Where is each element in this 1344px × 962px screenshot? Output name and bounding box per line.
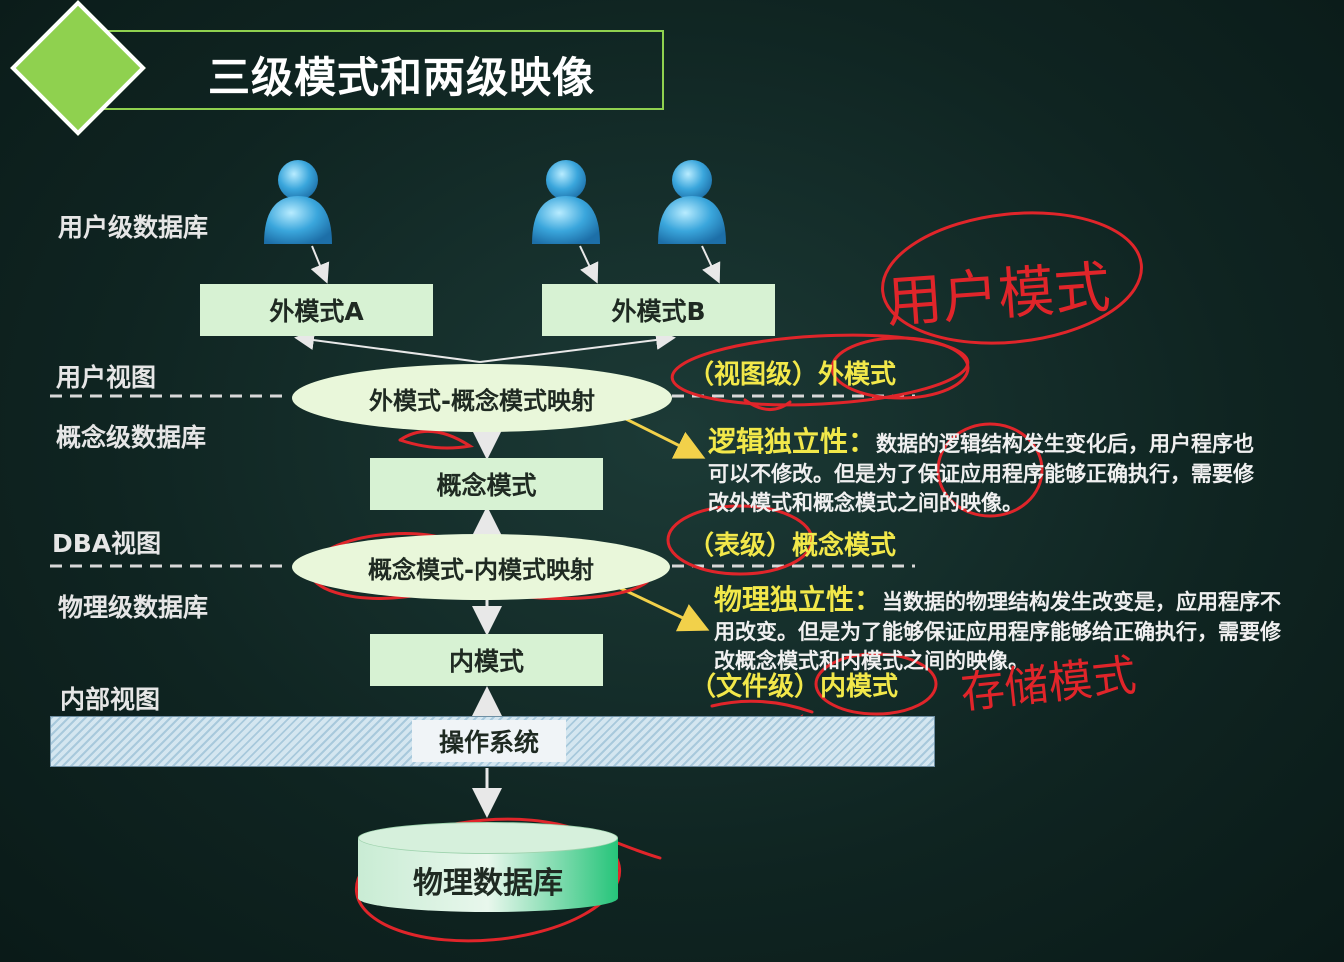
- conceptual-schema: 概念模式: [370, 458, 603, 510]
- physical-database-label: 物理数据库: [413, 866, 563, 901]
- label-user-view: 用户视图: [56, 363, 157, 392]
- slide-title: 三级模式和两级映像: [208, 53, 596, 102]
- logical-independence-title: 逻辑独立性：: [708, 425, 877, 458]
- label-concept-db: 概念级数据库: [56, 423, 207, 452]
- physical-independence-title: 物理独立性：: [714, 583, 883, 616]
- table-level-note: （表级）概念模式: [688, 531, 897, 561]
- view-level-note: （视图级）外模式: [688, 360, 897, 390]
- label-internal-view: 内部视图: [60, 685, 161, 714]
- internal-schema: 内模式: [370, 634, 603, 686]
- user-icon: [658, 160, 726, 244]
- label-dba-view: DBA视图: [52, 529, 162, 558]
- operating-system-label: 操作系统: [412, 720, 566, 762]
- handwritten-user-mode: 用户模式: [884, 255, 1113, 336]
- external-conceptual-mapping: 外模式-概念模式映射: [292, 364, 672, 432]
- external-schema-b: 外模式B: [542, 284, 775, 336]
- user-icon: [532, 160, 600, 244]
- external-schema-a: 外模式A: [200, 284, 433, 336]
- user-icon: [264, 160, 332, 244]
- physical-independence-text: 当数据的物理结构发生改变是，应用程序不用改变。但是为了能够保证应用程序能够给正确…: [714, 590, 1282, 673]
- logical-independence-note: 逻辑独立性：数据的逻辑结构发生变化后，用户程序也可以不修改。但是为了保证应用程序…: [708, 420, 1268, 518]
- label-user-db: 用户级数据库: [58, 213, 209, 242]
- physical-database-cylinder-top: [358, 822, 618, 854]
- file-level-note: （文件级）内模式: [690, 672, 899, 702]
- label-physical-db: 物理级数据库: [58, 593, 209, 622]
- physical-independence-note: 物理独立性：当数据的物理结构发生改变是，应用程序不用改变。但是为了能够保证应用程…: [714, 578, 1284, 676]
- logical-independence-text: 数据的逻辑结构发生变化后，用户程序也可以不修改。但是为了保证应用程序能够正确执行…: [708, 432, 1255, 515]
- conceptual-internal-mapping: 概念模式-内模式映射: [292, 534, 670, 600]
